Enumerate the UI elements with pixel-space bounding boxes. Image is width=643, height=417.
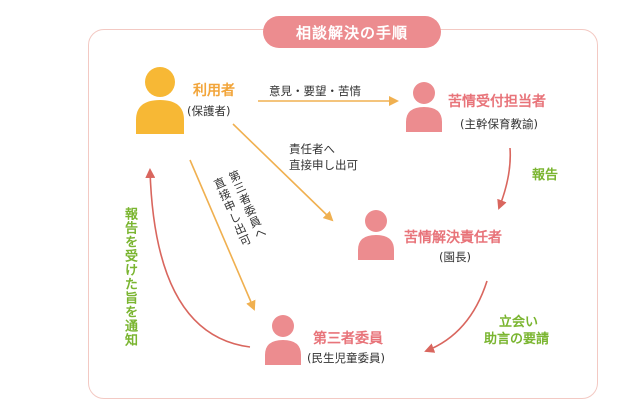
user-person-icon: [136, 67, 184, 134]
arrow-user-to-third: [189, 159, 256, 311]
third-party-name: 第三者委員: [313, 331, 383, 347]
resolver-sub: (園長): [439, 250, 471, 264]
diagram-title: 相談解決の手順: [263, 16, 441, 48]
receiver-person-icon: [406, 82, 442, 132]
edge-label-report: 報告: [532, 168, 559, 183]
resolver-name: 苦情解決責任者: [404, 230, 502, 246]
third-party-sub: (民生児童委員): [307, 351, 385, 365]
user-name: 利用者: [193, 83, 235, 99]
receiver-name: 苦情受付担当者: [448, 94, 546, 110]
edge-label-notify: 報告を受けた旨を通知: [122, 207, 137, 347]
resolver-person-icon: [358, 210, 394, 260]
edge-label-direct-resolver-1: 責任者へ: [289, 142, 335, 156]
arrow-third-to-user: [145, 168, 251, 348]
arrow-user-to-resolver: [232, 123, 334, 222]
edge-label-direct-resolver-2: 直接申し出可: [289, 158, 358, 172]
receiver-sub: (主幹保育教諭): [460, 117, 538, 131]
edge-label-consult-2: 助言の要請: [484, 332, 550, 347]
arrow-receiver-to-resolver: [497, 147, 512, 210]
edge-label-consult-1: 立会い: [499, 315, 539, 330]
third-party-person-icon: [265, 315, 301, 365]
edge-label-opinions: 意見・要望・苦情: [269, 84, 361, 98]
arrow-resolver-to-third: [424, 280, 488, 353]
user-sub: (保護者): [187, 104, 231, 118]
